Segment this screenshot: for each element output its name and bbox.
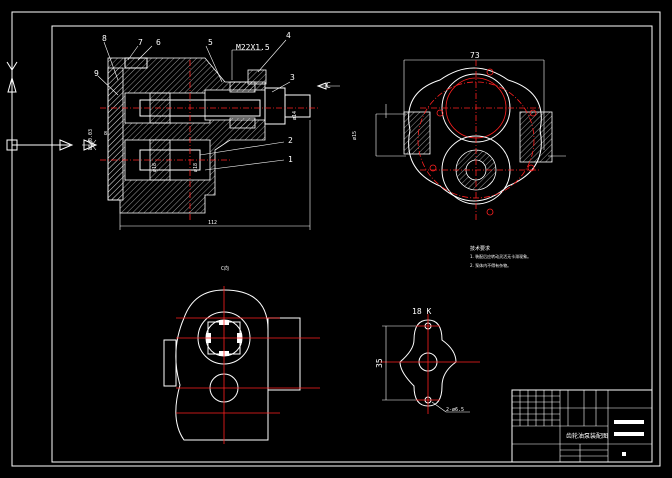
dim-phi15: ø15 [352,131,358,140]
front-section-view [82,39,340,230]
gasket-view [380,314,480,414]
part-label-9: 9 [94,69,99,78]
drawing-title: 齿轮油泵装配图 [566,432,608,440]
c-direction-view [163,286,320,444]
side-view [375,59,566,220]
part-label-5: 5 [208,38,213,47]
dim-35: 35 [375,358,384,368]
view-label-c: C向 [221,265,229,272]
part-label-8: 8 [102,34,107,43]
part-label-4: 4 [286,31,291,40]
cover-plate [107,67,124,201]
dim-small-2: ø18 [193,163,199,172]
dim-18: 18 K [412,307,431,316]
dim-small-1: ø18 [152,163,158,172]
part-label-3: 3 [290,73,295,82]
title-block [511,389,653,463]
ucs-icon [6,61,74,151]
part-label-7: 7 [138,38,143,47]
part-label-1: 1 [288,155,293,164]
dim-phi14: ø14 [292,111,298,120]
dim-8: 8 [104,131,107,137]
dim-112: 112 [208,220,217,226]
part-label-2: 2 [288,136,293,145]
dim-73: 73 [470,51,480,60]
technical-notes: 技术要求 1. 装配后应转动灵活无卡滞现象。 2. 泵体内不得有杂物。 [470,245,531,268]
notes-line-2: 2. 泵体内不得有杂物。 [470,262,511,268]
notes-line-1: 1. 装配后应转动灵活无卡滞现象。 [470,253,531,259]
notes-heading: 技术要求 [470,245,490,252]
thread-label: M22X1.5 [236,43,270,52]
dim-2x-hole: 2-ø6.5 [446,407,464,413]
dim-diameter: ø5@0.03 [88,129,94,150]
part-label-6: 6 [156,38,161,47]
sheet-border-inner [51,25,653,463]
pump-body-section [107,57,266,214]
section-arrow-c: C [326,81,331,90]
sheet-border-outer [11,11,661,467]
